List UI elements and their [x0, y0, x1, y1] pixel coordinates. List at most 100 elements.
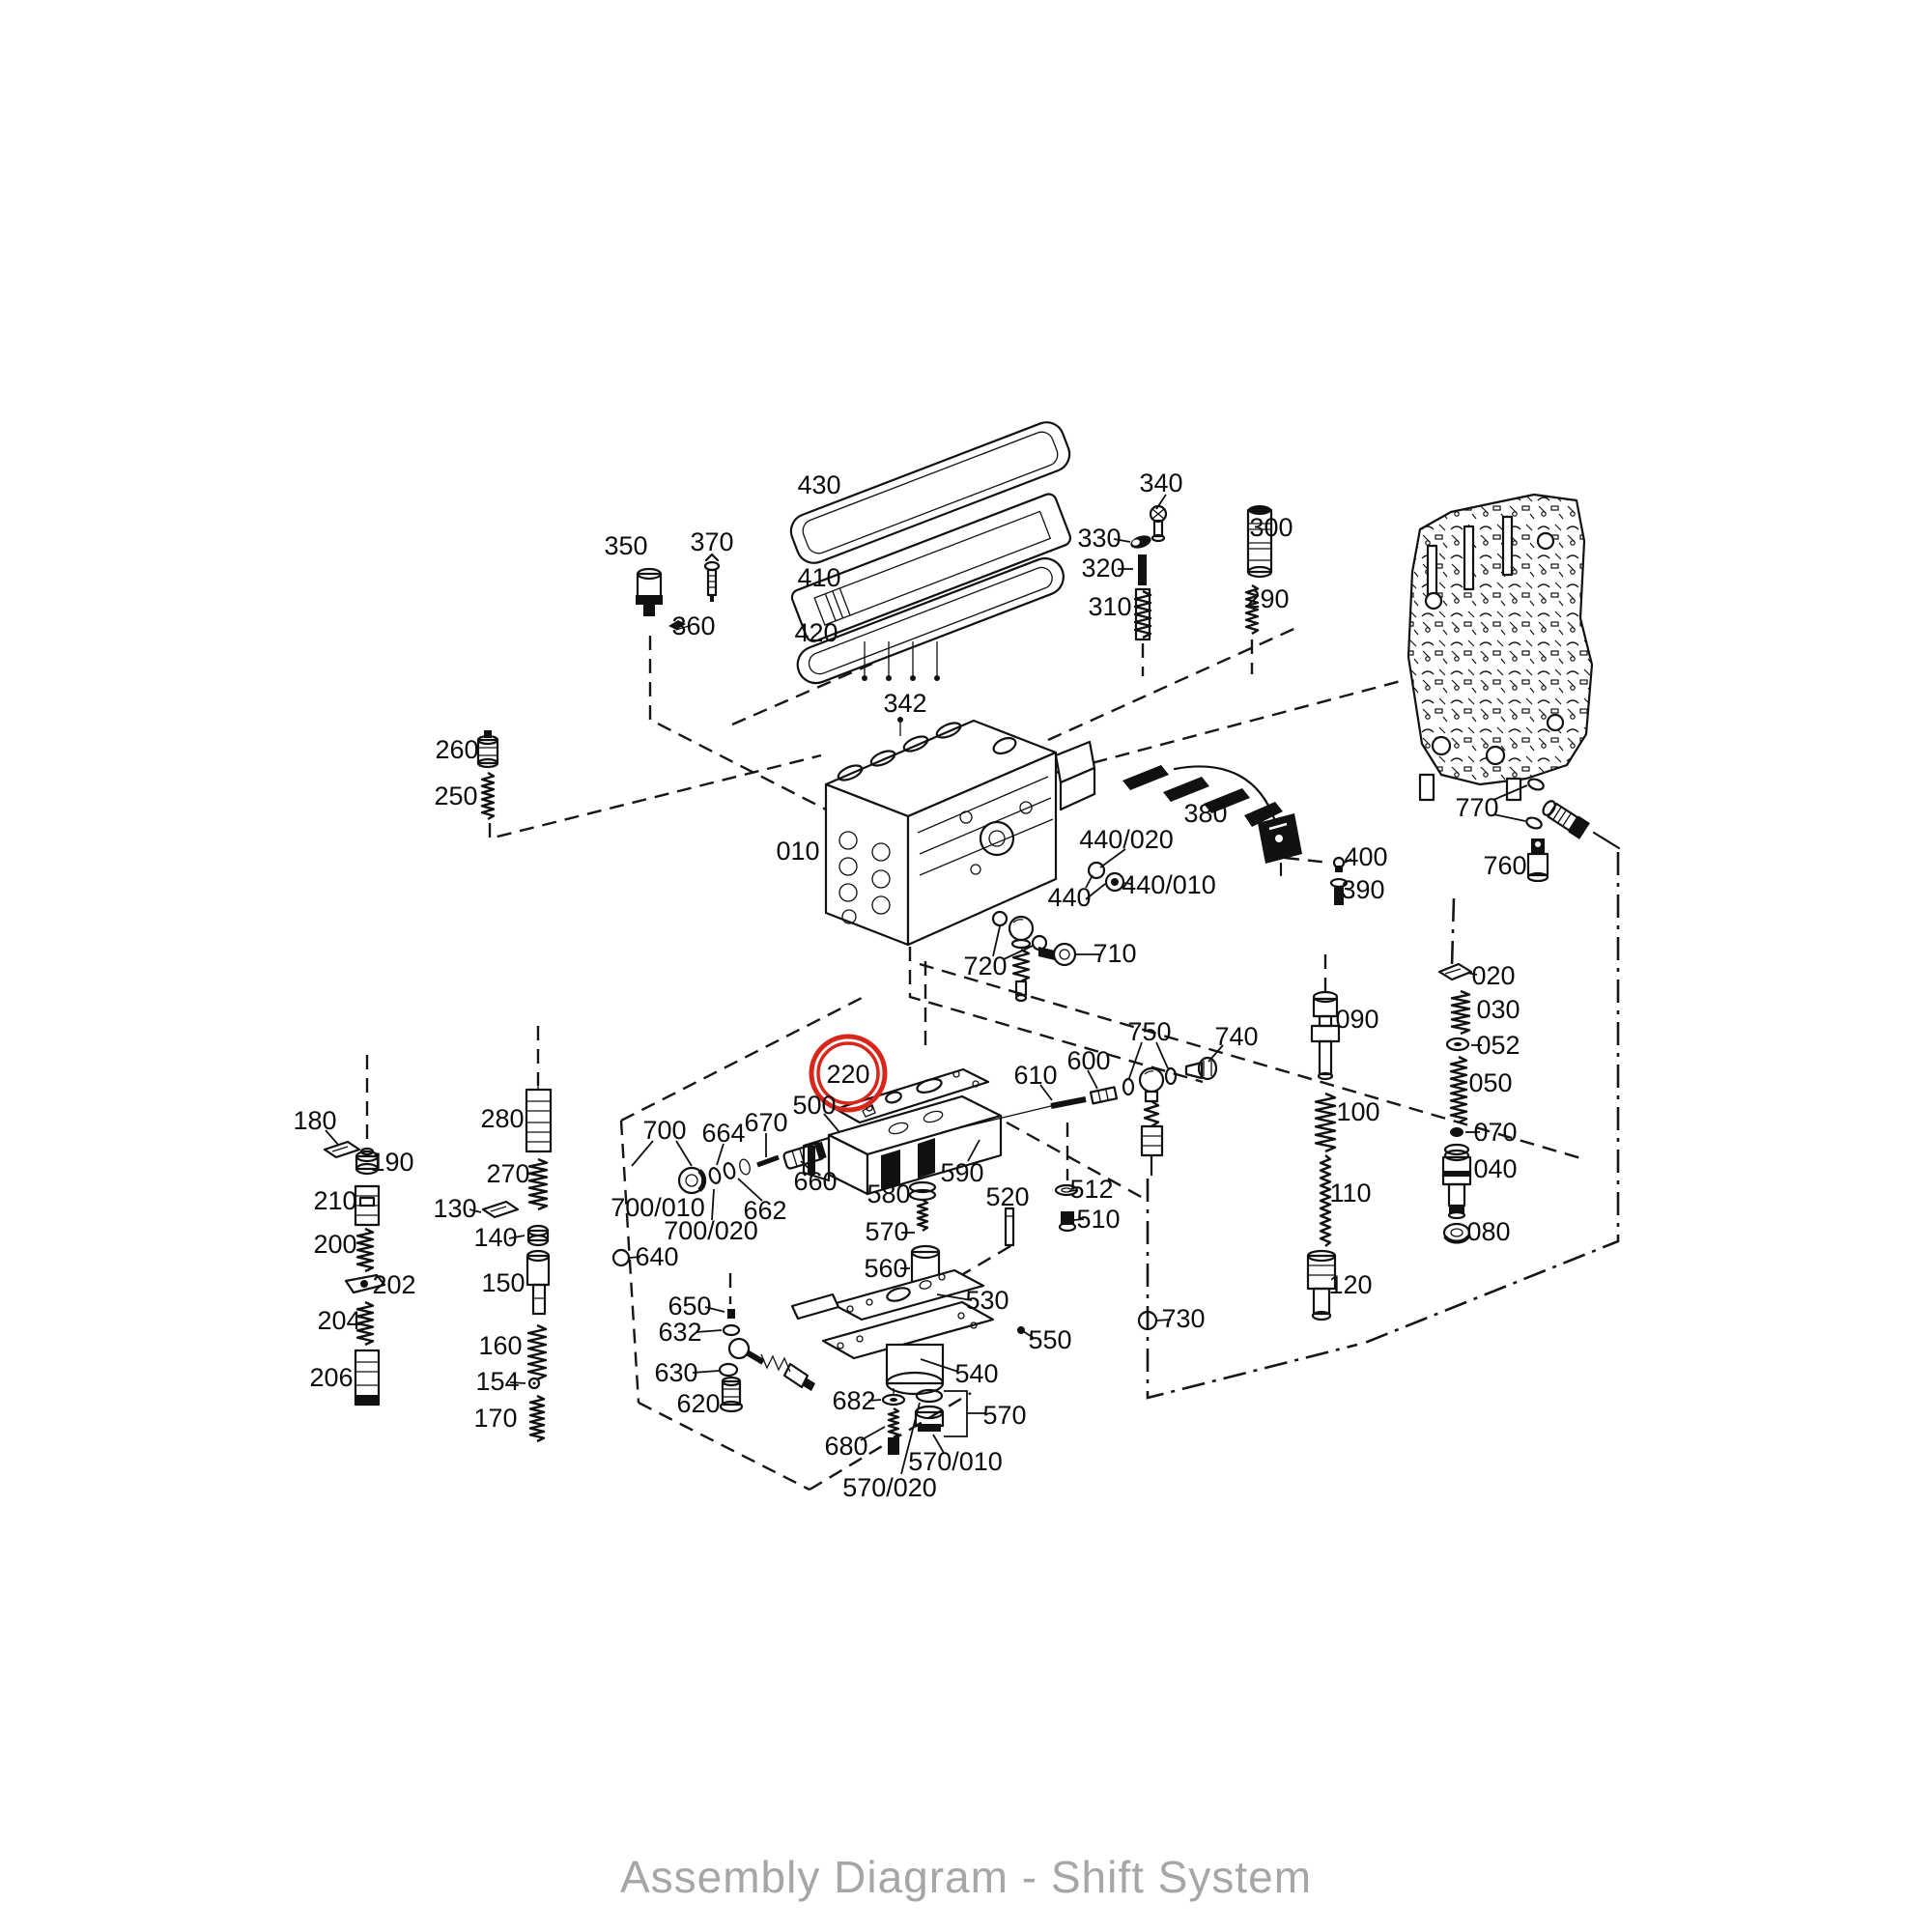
part-label-202: 202: [372, 1270, 415, 1299]
part-label-010: 010: [776, 837, 819, 866]
rod-110: [1319, 1154, 1332, 1247]
washer-154: [527, 1377, 541, 1390]
part-label-590: 590: [940, 1158, 983, 1187]
part-label-030: 030: [1476, 995, 1520, 1024]
part-label-440-020: 440/020: [1079, 825, 1174, 854]
part-label-620: 620: [676, 1389, 720, 1418]
bolt-760: [1526, 838, 1549, 883]
gasket-530: [790, 1268, 985, 1321]
orings-750: [1122, 1066, 1178, 1096]
part-label-670: 670: [744, 1108, 787, 1137]
part-label-570-010: 570/010: [908, 1447, 1003, 1476]
oring-640: [611, 1248, 631, 1267]
screw-580: [908, 1180, 937, 1233]
valve-206: [354, 1349, 381, 1406]
washer-052: [1445, 1037, 1470, 1052]
part-label-710: 710: [1093, 939, 1136, 968]
part-label-700-010: 700/010: [611, 1193, 705, 1222]
oring-570-020: [915, 1388, 944, 1404]
part-label-640: 640: [635, 1242, 678, 1271]
part-label-632: 632: [658, 1318, 701, 1347]
cover-410: [790, 493, 1072, 642]
part-label-770: 770: [1455, 793, 1498, 822]
oring-632: [722, 1323, 741, 1337]
bolt-680: [887, 1406, 900, 1455]
part-label-160: 160: [478, 1331, 522, 1360]
part-label-052: 052: [1476, 1031, 1520, 1060]
part-label-154: 154: [475, 1367, 519, 1396]
part-label-100: 100: [1336, 1097, 1379, 1126]
pin-520: [1004, 1207, 1015, 1247]
part-label-320: 320: [1081, 554, 1124, 582]
part-label-360: 360: [671, 611, 715, 640]
part-label-700-020: 700/020: [664, 1216, 758, 1245]
spring-204: [355, 1300, 375, 1347]
part-label-140: 140: [473, 1223, 517, 1252]
plug-700-010: [677, 1166, 707, 1195]
valve-body-plate: [1406, 493, 1594, 802]
part-label-680: 680: [824, 1432, 867, 1461]
part-label-070: 070: [1473, 1118, 1517, 1147]
fitting-600: [1089, 1086, 1119, 1105]
clip-020: [1437, 962, 1473, 981]
sleeve-620: [719, 1376, 744, 1413]
plunger-assembly: [1138, 1066, 1165, 1177]
valve-120: [1306, 1249, 1337, 1321]
part-label-260: 260: [435, 735, 478, 764]
valve-150: [526, 1249, 551, 1316]
part-label-530: 530: [965, 1286, 1009, 1315]
part-label-420: 420: [794, 618, 838, 647]
spring-170: [528, 1394, 546, 1443]
oring-664: [708, 1167, 722, 1184]
part-label-130: 130: [433, 1194, 476, 1223]
part-label-520: 520: [985, 1182, 1029, 1211]
ball-valve-720: [991, 910, 1048, 1003]
spool-valve-300: [1246, 505, 1273, 579]
spring-250: [480, 771, 496, 821]
oring-662: [723, 1158, 751, 1179]
ball-070: [1450, 1127, 1463, 1137]
highlight-circle-220: 220: [809, 1034, 888, 1113]
spool-210: [354, 1184, 381, 1227]
part-label-090: 090: [1335, 1005, 1378, 1034]
valve-040: [1441, 1143, 1472, 1220]
part-label-630: 630: [654, 1358, 697, 1387]
nut-140: [526, 1224, 550, 1247]
part-label-570: 570: [982, 1401, 1026, 1430]
valve-housing-590: [802, 1094, 1003, 1196]
spring-030: [1450, 989, 1471, 1036]
bolt-390: [1329, 877, 1349, 905]
part-label-730: 730: [1161, 1304, 1205, 1333]
spring-160: [526, 1323, 548, 1381]
valve-340: [1149, 504, 1168, 543]
clip-130: [481, 1200, 520, 1219]
valve-260: [476, 730, 499, 769]
spring-050: [1449, 1055, 1468, 1124]
pin-320: [1138, 554, 1147, 585]
part-label-180: 180: [293, 1106, 336, 1135]
part-label-660: 660: [793, 1167, 837, 1196]
part-label-150: 150: [481, 1268, 525, 1297]
part-label-342: 342: [883, 689, 926, 718]
part-label-700: 700: [642, 1116, 686, 1145]
leader-lines: [325, 494, 1528, 1475]
bolt-710: [1038, 942, 1077, 967]
gasket-420: [796, 556, 1065, 685]
nut-190: [355, 1147, 380, 1176]
part-label-570: 570: [865, 1217, 908, 1246]
part-label-400: 400: [1344, 842, 1387, 871]
oring-630: [718, 1362, 739, 1378]
sensor-350: [636, 567, 663, 616]
detent-770: [1525, 778, 1621, 850]
pin-650: [727, 1309, 735, 1319]
part-label-430: 430: [797, 470, 840, 499]
spring-200: [355, 1227, 375, 1273]
part-label-206: 206: [309, 1363, 353, 1392]
part-label-120: 120: [1328, 1270, 1372, 1299]
part-label-760: 760: [1483, 851, 1526, 880]
spring-270: [527, 1157, 549, 1211]
part-label-510: 510: [1076, 1205, 1120, 1234]
part-label-750: 750: [1127, 1017, 1171, 1046]
part-label-370: 370: [690, 527, 733, 556]
